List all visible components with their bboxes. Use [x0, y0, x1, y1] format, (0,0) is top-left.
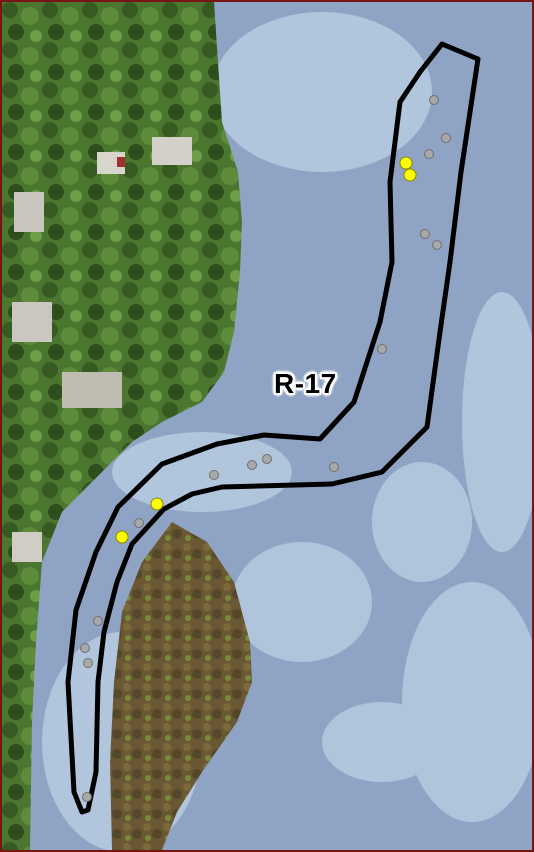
sample-point	[429, 95, 439, 105]
sample-point	[329, 462, 339, 472]
highlighted-sample-point	[399, 156, 413, 170]
sample-points	[80, 95, 451, 802]
sample-point	[424, 149, 434, 159]
sample-point	[80, 643, 90, 653]
sample-point	[262, 454, 272, 464]
highlighted-sample-point	[115, 530, 129, 544]
sample-point	[420, 229, 430, 239]
island	[110, 522, 252, 850]
sample-point	[83, 658, 93, 668]
sample-point	[432, 240, 442, 250]
rooftops	[12, 137, 192, 562]
highlighted-sample-point	[150, 497, 164, 511]
sample-point	[441, 133, 451, 143]
sample-point	[377, 344, 387, 354]
sample-point	[247, 460, 257, 470]
highlighted-sample-point	[403, 168, 417, 182]
sample-point	[209, 470, 219, 480]
highlighted-sample-points	[115, 156, 417, 544]
west-shore-land	[2, 2, 242, 850]
zone-label: R-17	[274, 368, 337, 399]
sample-point	[93, 616, 103, 626]
zone-outline-r17[interactable]	[65, 41, 481, 815]
sample-point	[82, 792, 92, 802]
sample-point	[134, 518, 144, 528]
